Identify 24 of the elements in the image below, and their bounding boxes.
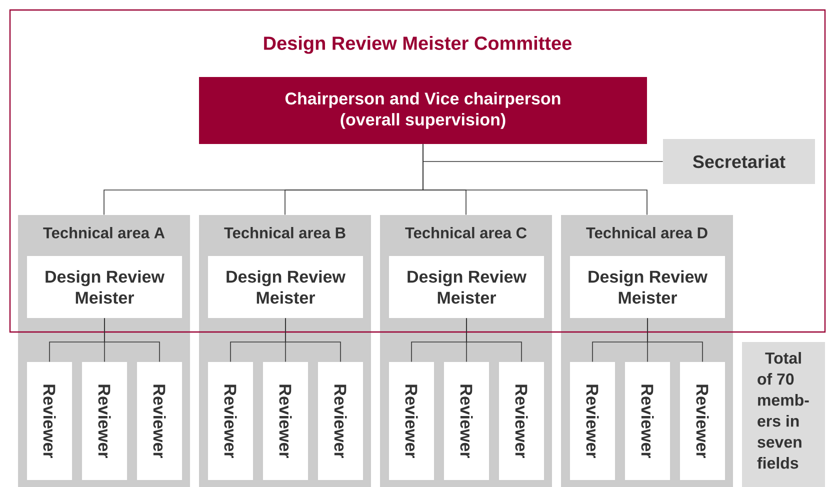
reviewer-box: Reviewer bbox=[625, 362, 670, 480]
secretariat-box: Secretariat bbox=[663, 139, 815, 184]
connector-line bbox=[104, 318, 160, 362]
reviewer-box: Reviewer bbox=[680, 362, 725, 480]
connector-line bbox=[285, 318, 341, 362]
chair-box: Chairperson and Vice chairperson (overall supervision) bbox=[199, 77, 647, 144]
reviewer-box: Reviewer bbox=[389, 362, 434, 480]
reviewer-box: Reviewer bbox=[208, 362, 253, 480]
reviewer-box: Reviewer bbox=[444, 362, 489, 480]
meister-box: Design Review Meister bbox=[27, 256, 182, 318]
connector-line bbox=[647, 318, 703, 362]
reviewer-box: Reviewer bbox=[27, 362, 72, 480]
meister-box: Design Review Meister bbox=[570, 256, 725, 318]
reviewer-box: Reviewer bbox=[570, 362, 615, 480]
meister-box: Design Review Meister bbox=[208, 256, 363, 318]
note-box: Total of 70 memb- ers in seven fields bbox=[742, 342, 825, 487]
reviewer-box: Reviewer bbox=[318, 362, 363, 480]
reviewer-box: Reviewer bbox=[82, 362, 127, 480]
connector-line bbox=[422, 144, 648, 216]
reviewer-box: Reviewer bbox=[263, 362, 308, 480]
meister-box: Design Review Meister bbox=[389, 256, 544, 318]
reviewer-box: Reviewer bbox=[137, 362, 182, 480]
reviewer-box: Reviewer bbox=[499, 362, 544, 480]
connector-line bbox=[466, 318, 522, 362]
